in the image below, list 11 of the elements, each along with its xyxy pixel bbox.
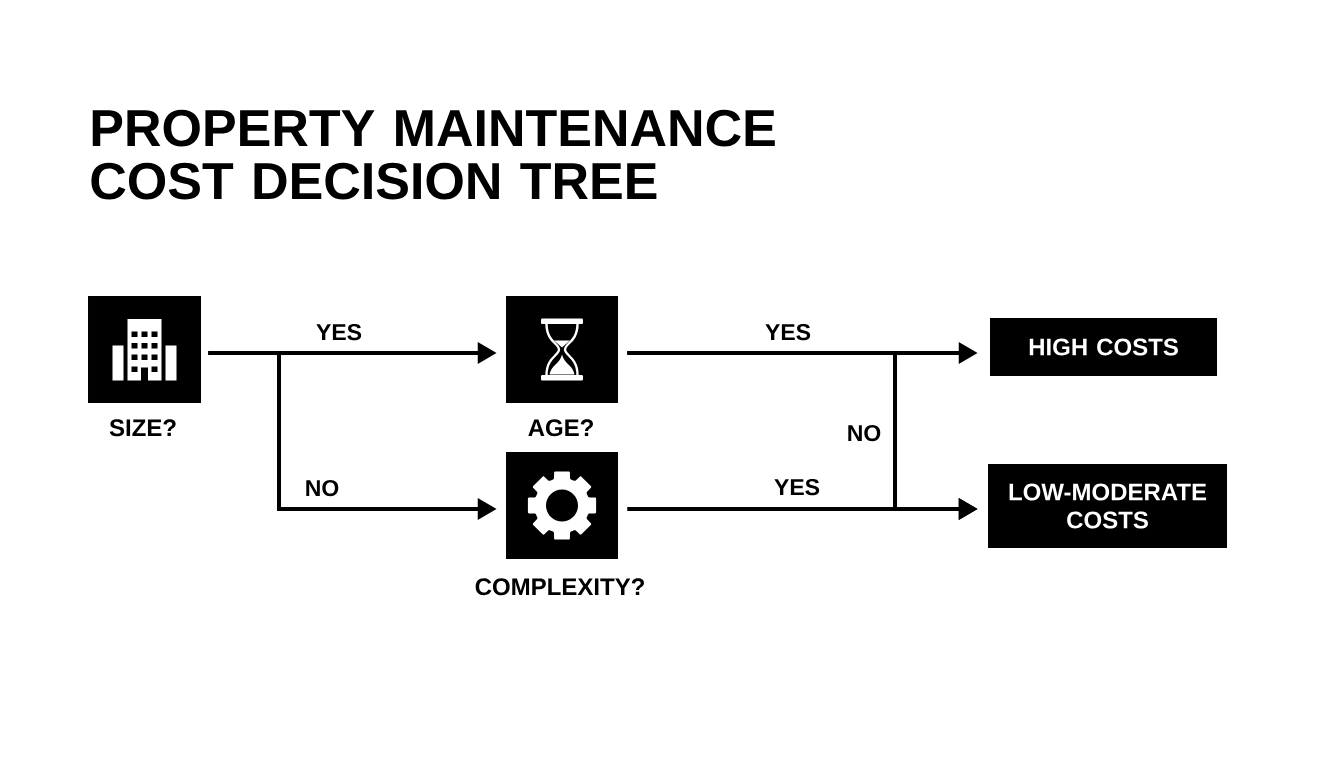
edge-label: YES [314,322,364,342]
question-label: COMPLEXITY? [475,578,644,596]
edge-label: YES [763,322,813,342]
result-box: LOW-MODERATE COSTS [988,464,1227,548]
question-label: SIZE? [109,419,176,437]
edge-label: NO [845,423,883,443]
question-label: AGE? [528,419,593,437]
result-box: HIGH COSTS [990,318,1217,376]
edge-label: YES [772,477,822,497]
title: PROPERTY MAINTENANCE COST DECISION TREE [91,109,775,200]
edge-label: NO [303,478,341,498]
